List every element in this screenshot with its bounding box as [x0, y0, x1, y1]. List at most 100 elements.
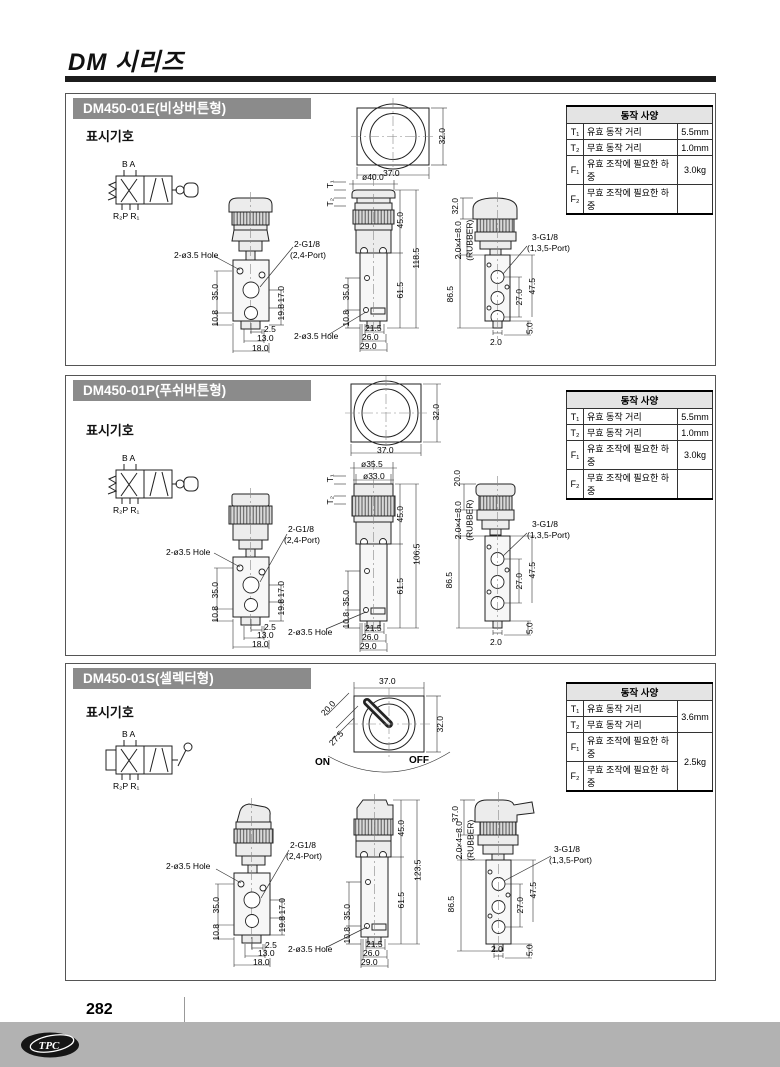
- cell: F₁: [566, 155, 584, 185]
- technical-drawing-e: [107, 98, 535, 353]
- callout-port: (2,4-Port): [286, 851, 322, 861]
- dim-label: 13.0: [258, 948, 275, 958]
- footer-band: [0, 1022, 780, 1067]
- dim-label: 26.0: [363, 948, 380, 958]
- dim-label: 26.0: [362, 632, 379, 642]
- dim-label: 17.0: [276, 580, 287, 598]
- callout-port: 3-G1/8: [532, 232, 558, 242]
- cell: 동작 사양: [566, 390, 713, 409]
- symbol-ports-bottom: R₂P R₁: [113, 505, 140, 515]
- page-title: DM 시리즈: [68, 49, 185, 76]
- cell: 1.0mm: [677, 424, 713, 441]
- cell: 5.5mm: [677, 408, 713, 425]
- dim-label: T₁: [324, 474, 335, 483]
- symbol-label: 표시기호: [86, 423, 134, 438]
- cell: F₂: [566, 184, 584, 215]
- dim-label: T₁: [324, 180, 335, 189]
- cell: T₂: [566, 139, 584, 156]
- cell: 무효 동작 거리: [583, 716, 678, 733]
- dim-label: 32.0: [435, 715, 446, 733]
- dim-label: 47.5: [527, 277, 538, 295]
- dim-label: 27.0: [515, 896, 526, 914]
- cell: 유효 조작에 필요한 하중: [583, 440, 678, 470]
- cell: 유효 조작에 필요한 하중: [583, 155, 678, 185]
- cell: 1.0mm: [677, 139, 713, 156]
- dim-label: 19.8: [276, 303, 287, 321]
- dim-label: 2.0: [490, 337, 502, 347]
- dim-label: 37.0: [383, 168, 400, 178]
- dim-label: 20.0: [452, 469, 463, 487]
- dim-label: 35.0: [211, 896, 222, 914]
- cell: 무효 조작에 필요한 하중: [583, 469, 678, 500]
- off-label: OFF: [409, 755, 429, 766]
- dim-label: 18.0: [252, 343, 269, 353]
- dim-label: 5.0: [524, 322, 535, 335]
- dim-label: 13.0: [257, 333, 274, 343]
- dim-label: 19.8: [277, 915, 288, 933]
- cell: 2.5kg: [677, 732, 713, 792]
- dim-label: 2.0×4=8.0: [452, 221, 463, 260]
- dim-label: T₂: [325, 198, 335, 207]
- cell: 유효 동작 거리: [583, 700, 678, 717]
- cell: 3.6mm: [677, 700, 713, 733]
- dim-label: 37.0: [377, 445, 394, 455]
- dim-label: 37.0: [379, 676, 396, 686]
- dim-label: 45.0: [395, 505, 406, 523]
- dim-label: 2.0: [491, 944, 503, 954]
- dim-label: 29.0: [360, 341, 377, 351]
- callout-hole: 2-ø3.5 Hole: [166, 547, 211, 557]
- callout-port: (2,4-Port): [284, 535, 320, 545]
- dim-label: 2.0×4=8.0: [452, 501, 463, 540]
- symbol-label: 표시기호: [86, 129, 134, 144]
- cell: T₁: [566, 700, 584, 717]
- section-header: DM450-01E(비상버튼형): [73, 98, 311, 119]
- cell: 유효 조작에 필요한 하중: [583, 732, 678, 762]
- dim-label: (RUBBER): [464, 499, 475, 541]
- callout-port: 2-G1/8: [290, 840, 316, 850]
- callout-port: 3-G1/8: [554, 844, 580, 854]
- symbol-ports-top: B A: [122, 159, 136, 169]
- table-row: 동작 사양: [566, 105, 713, 124]
- dim-label: 47.5: [527, 561, 538, 579]
- section-dm450-01p: DM450-01P(푸쉬버튼형) 표시기호 B A R₂P R₁ 32.0 37…: [65, 375, 716, 656]
- dim-label: 37.0: [450, 805, 461, 823]
- dim-label: 32.0: [437, 127, 448, 145]
- dim-label: 61.5: [395, 577, 406, 595]
- dim-label: 86.5: [444, 571, 455, 589]
- dim-label: 35.0: [341, 283, 352, 301]
- dim-label: 35.0: [210, 283, 221, 301]
- section-header: DM450-01S(셀렉터형): [73, 668, 311, 689]
- logo-text: TPC: [39, 1040, 60, 1052]
- dim-label: 18.0: [253, 957, 270, 967]
- symbol-ports-top: B A: [122, 453, 136, 463]
- callout-port: (1,3,5-Port): [527, 530, 570, 540]
- callout-port: 2-G1/8: [288, 524, 314, 534]
- dim-label: 26.0: [362, 332, 379, 342]
- dim-label: 10.8: [210, 309, 221, 327]
- symbol-ports-top: B A: [122, 729, 136, 739]
- callout-hole: 2-ø3.5 Hole: [294, 331, 339, 341]
- section-dm450-01s: DM450-01S(셀렉터형) 표시기호 B A R₂P R₁ 37.0 32.…: [65, 663, 716, 981]
- dim-label: ø40.0: [362, 172, 384, 182]
- dim-label: 86.5: [446, 895, 457, 913]
- dim-label: 5.0: [524, 622, 535, 635]
- dim-label: (RUBBER): [464, 219, 475, 261]
- dim-label: 18.0: [252, 639, 269, 649]
- cell: [677, 184, 713, 215]
- dim-label: 35.0: [342, 903, 353, 921]
- symbol-label: 표시기호: [86, 705, 134, 720]
- section-header: DM450-01P(푸쉬버튼형): [73, 380, 311, 401]
- dim-label: ø33.0: [363, 471, 385, 481]
- cell: 무효 조작에 필요한 하중: [583, 184, 678, 215]
- dim-label: (RUBBER): [465, 819, 476, 861]
- symbol-ports-bottom: R₂P R₁: [113, 211, 140, 221]
- dim-label: T₂: [325, 496, 335, 505]
- dim-label: 2.0×4=8.0: [453, 821, 464, 860]
